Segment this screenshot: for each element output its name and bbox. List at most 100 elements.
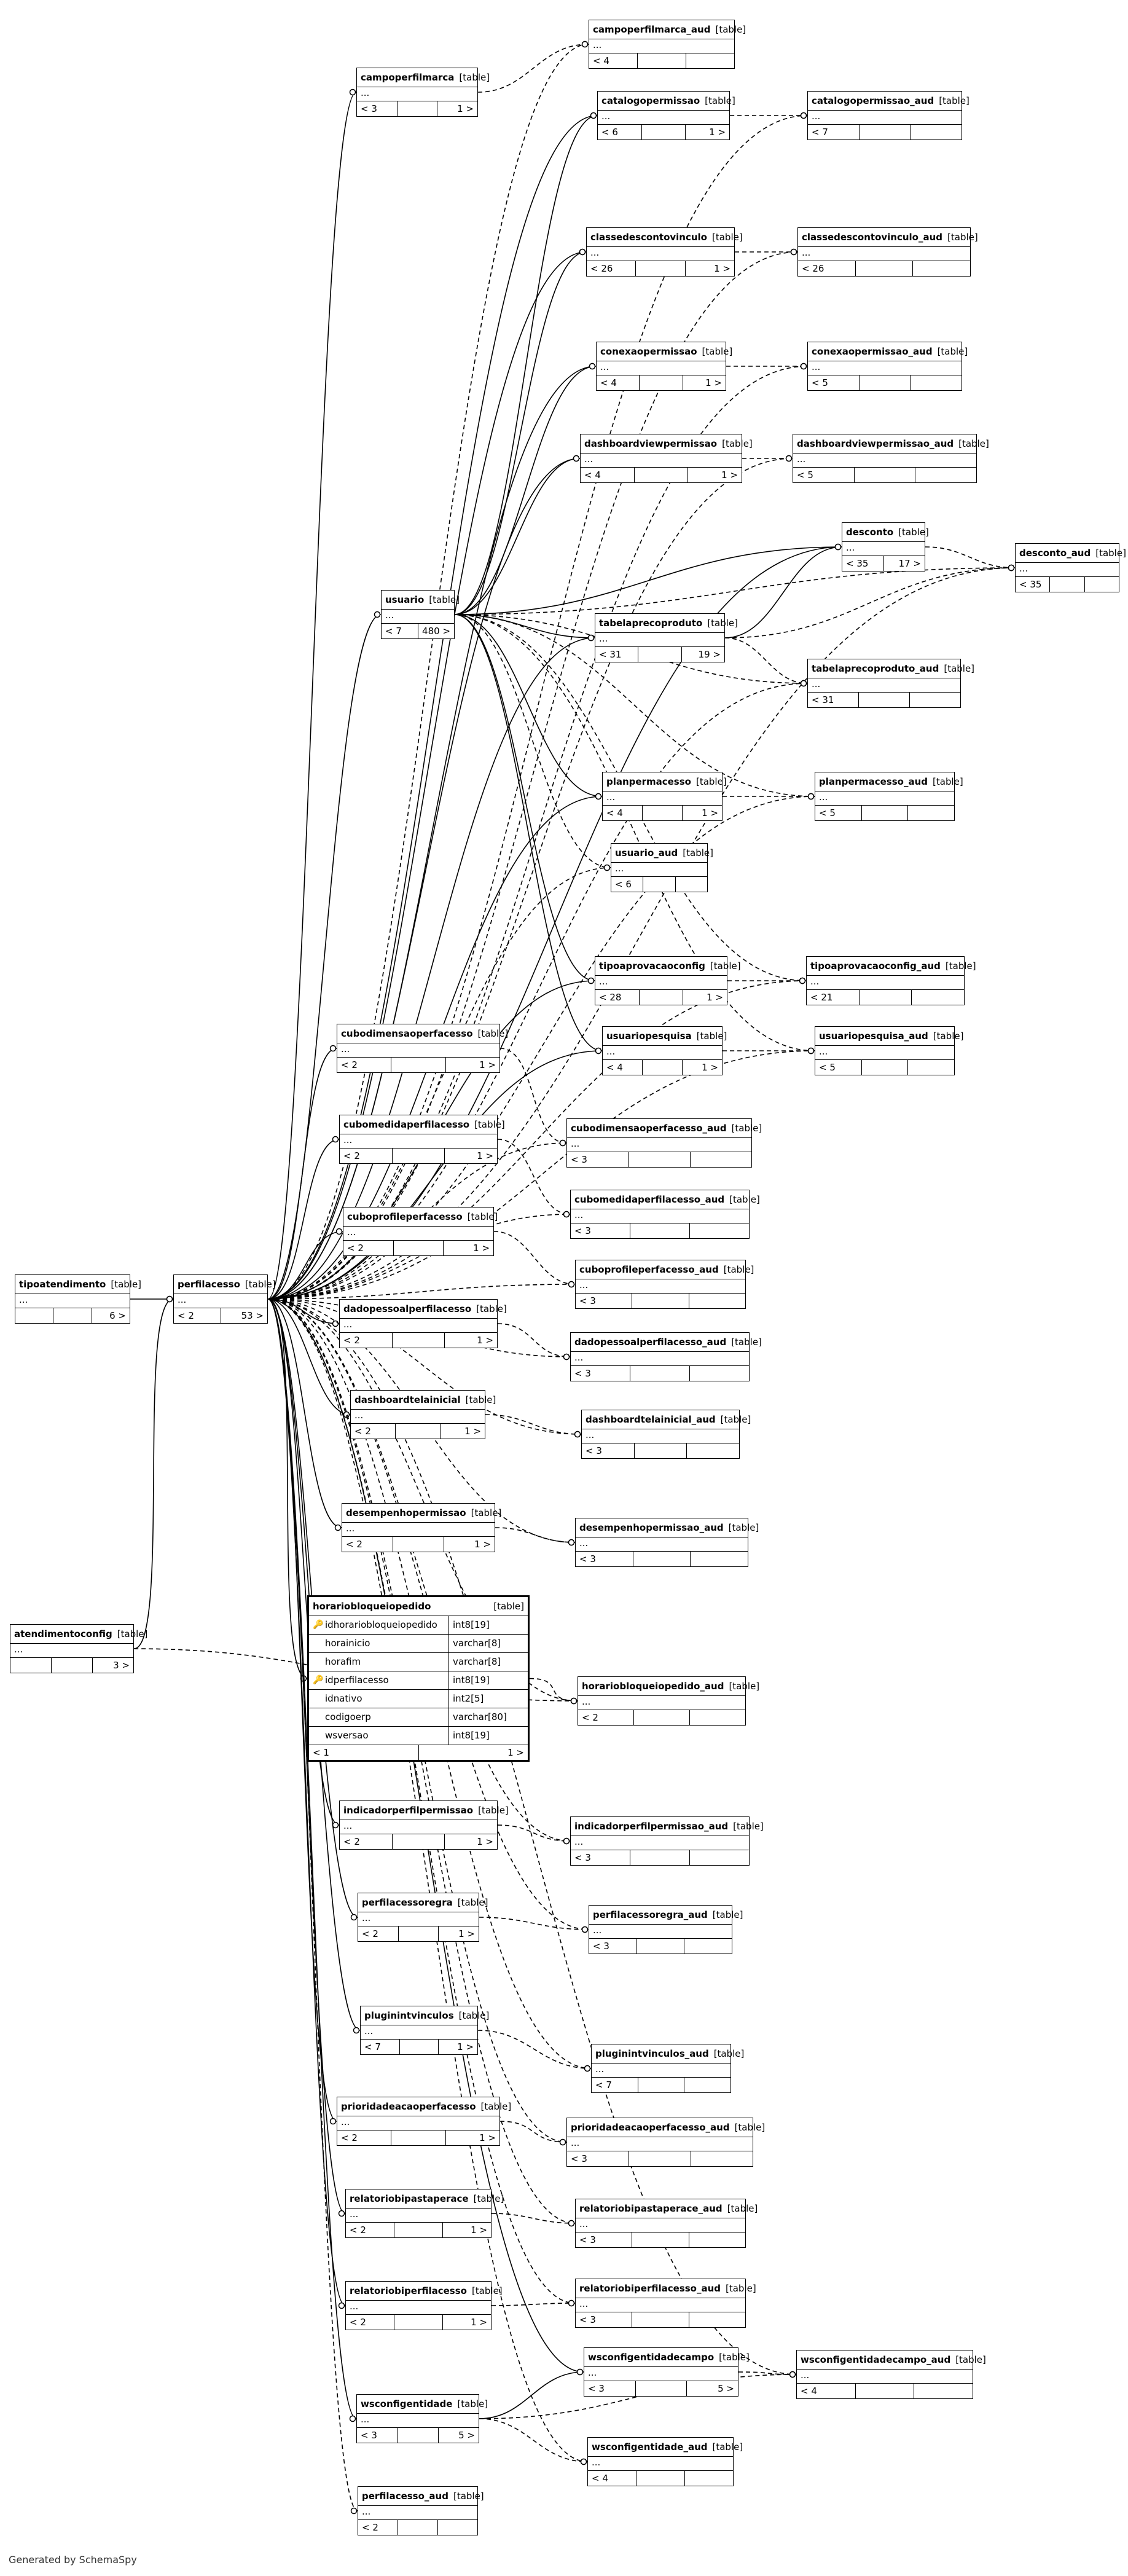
- child-count: < 7: [808, 125, 860, 139]
- table-name: indicadorperfilpermissao: [343, 1805, 474, 1816]
- table-wsconfigentidadecampo_aud[interactable]: wsconfigentidadecampo_aud[table] ... < 4: [796, 2350, 986, 2399]
- table-kind: [table]: [712, 1909, 743, 1920]
- table-horariobloqueiopedido[interactable]: horariobloqueiopedido[table] 🔑idhorariob…: [307, 1595, 530, 1762]
- child-count: < 3: [576, 1294, 633, 1308]
- table-tipoaprovacaoconfig_aud[interactable]: tipoaprovacaoconfig_aud[table] ... < 21: [806, 956, 976, 1005]
- table-atendimentoconfig[interactable]: atendimentoconfig[table] ... 3 >: [10, 1624, 147, 1673]
- table-relatoriobipastaperace_aud[interactable]: relatoriobipastaperace_aud[table] ... < …: [575, 2199, 758, 2248]
- child-count: < 4: [603, 806, 643, 820]
- table-cubodimensaoperfacesso_aud[interactable]: cubodimensaoperfacesso_aud[table] ... < …: [566, 1118, 762, 1168]
- table-usuariopesquisa_aud[interactable]: usuariopesquisa_aud[table] ... < 5: [815, 1026, 963, 1075]
- table-name: wsconfigentidade: [361, 2398, 453, 2409]
- parent-count: [908, 1060, 954, 1075]
- table-kind: [table]: [945, 960, 976, 972]
- table-perfilacesso_aud[interactable]: perfilacesso_aud[table] ... < 2: [358, 2486, 484, 2535]
- child-count: < 2: [351, 1424, 396, 1439]
- child-count: < 3: [576, 1552, 633, 1566]
- table-tabelaprecoproduto_aud[interactable]: tabelaprecoproduto_aud[table] ... < 31: [807, 659, 974, 708]
- table-cubomedidaperfilacesso_aud[interactable]: cubomedidaperfilacesso_aud[table] ... < …: [570, 1190, 760, 1239]
- table-kind: [table]: [477, 1028, 509, 1039]
- table-kind: [table]: [944, 663, 975, 674]
- table-desconto_aud[interactable]: desconto_aud[table] ... < 35: [1015, 543, 1126, 592]
- table-planpermacesso_aud[interactable]: planpermacesso_aud[table] ... < 5: [815, 772, 963, 821]
- row-count-spacer: [636, 2471, 685, 2486]
- table-pluginintvinculos_aud[interactable]: pluginintvinculos_aud[table] ... < 7: [591, 2044, 744, 2093]
- table-cuboprofileperfacesso_aud[interactable]: cuboprofileperfacesso_aud[table] ... < 3: [575, 1260, 754, 1309]
- parent-count: [689, 2232, 745, 2247]
- table-catalogopermissao_aud[interactable]: catalogopermissao_aud[table] ... < 7: [807, 91, 969, 140]
- relationship-end-marker: [603, 864, 611, 871]
- table-relatoriobiperfilacesso_aud[interactable]: relatoriobiperfilacesso_aud[table] ... <…: [575, 2279, 756, 2328]
- parent-count: [913, 261, 970, 276]
- relationship-line: [454, 614, 815, 797]
- parent-count: 1 >: [471, 2317, 487, 2328]
- table-name: tipoaprovacaoconfig_aud: [810, 960, 941, 972]
- relationship-end-marker: [595, 1047, 602, 1054]
- table-prioridadeacaoperfacesso_aud[interactable]: prioridadeacaoperfacesso_aud[table] ... …: [566, 2118, 765, 2167]
- table-name: perfilacessoregra: [362, 1897, 453, 1908]
- table-kind: [table]: [1095, 548, 1126, 559]
- table-conexaopermissao_aud[interactable]: conexaopermissao_aud[table] ... < 5: [807, 342, 968, 391]
- parent-count: 1 >: [477, 1150, 494, 1161]
- table-dadopessoalperfilacesso_aud[interactable]: dadopessoalperfilacesso_aud[table] ... <…: [570, 1332, 762, 1381]
- relationship-line: [267, 614, 382, 1300]
- child-count: < 5: [808, 375, 860, 390]
- row-count-spacer: [860, 375, 911, 390]
- table-kind: [table]: [734, 2122, 766, 2133]
- table-name: wsconfigentidadecampo_aud: [801, 2354, 951, 2365]
- column-ellipsis: ...: [358, 2506, 477, 2520]
- child-count: [10, 1658, 52, 1673]
- child-count: < 4: [581, 468, 635, 482]
- table-usuario_aud[interactable]: usuario_aud[table] ... < 6: [611, 843, 713, 892]
- table-classedescontovinculo_aud[interactable]: classedescontovinculo_aud[table] ... < 2…: [797, 227, 978, 277]
- table-tipoatendimento[interactable]: tipoatendimento[table] ... 6 >: [15, 1274, 141, 1324]
- table-dashboardtelainicial_aud[interactable]: dashboardtelainicial_aud[table] ... < 3: [581, 1410, 751, 1459]
- table-name: relatoriobipastaperace: [350, 2193, 469, 2204]
- relationship-line: [485, 1414, 582, 1435]
- table-kind: [table]: [710, 960, 741, 972]
- column-ellipsis: ...: [582, 1429, 739, 1443]
- table-indicadorperfilpermissao_aud[interactable]: indicadorperfilpermissao_aud[table] ... …: [570, 1816, 764, 1866]
- table-desempenhopermissao_aud[interactable]: desempenhopermissao_aud[table] ... < 3: [575, 1518, 759, 1567]
- table-horariobloqueiopedido_aud[interactable]: horariobloqueiopedido_aud[table] ... < 2: [578, 1676, 759, 1726]
- table-kind: [table]: [712, 2441, 743, 2452]
- relationship-end-marker: [584, 2065, 591, 2072]
- column-ellipsis: ...: [815, 1046, 954, 1060]
- relationship-line: [479, 2371, 584, 2419]
- table-perfilacessoregra_aud[interactable]: perfilacessoregra_aud[table] ... < 3: [589, 1905, 743, 1954]
- table-name: wsconfigentidadecampo: [588, 2352, 715, 2363]
- table-campoperfilmarca_aud[interactable]: campoperfilmarca_aud[table] ... < 4: [589, 20, 746, 69]
- table-dashboardviewpermissao_aud[interactable]: dashboardviewpermissao_aud[table] ... < …: [793, 434, 989, 483]
- row-count-spacer: [53, 1308, 92, 1323]
- table-wsconfigentidade_aud[interactable]: wsconfigentidade_aud[table] ... < 4: [587, 2437, 743, 2486]
- table-kind: [table]: [683, 847, 713, 858]
- table-kind: [table]: [429, 594, 460, 605]
